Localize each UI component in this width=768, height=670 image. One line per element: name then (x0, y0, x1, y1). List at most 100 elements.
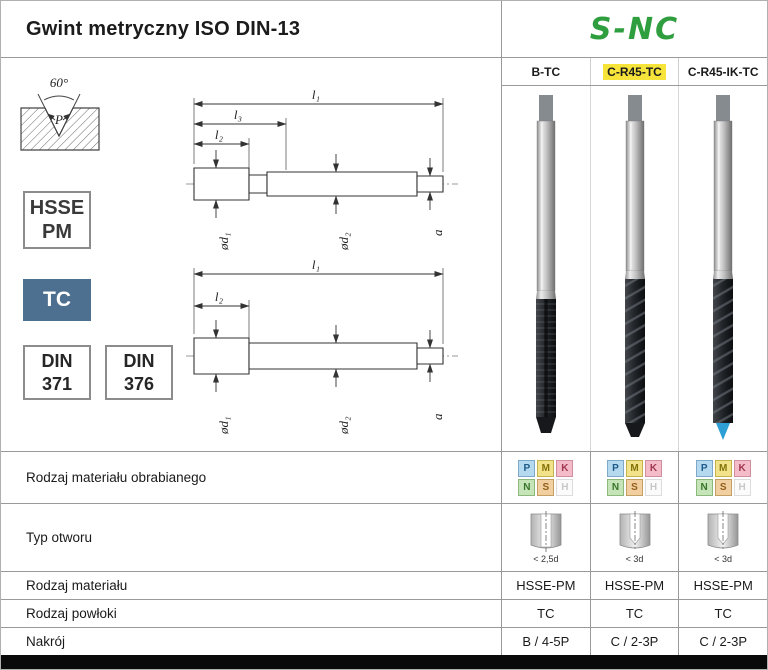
tap-photo-straight-flute (535, 94, 556, 433)
material-value: HSSE-PM (678, 572, 767, 599)
thread-profile-icon: 60° P (20, 75, 100, 151)
material-chip-h: H (645, 478, 662, 496)
dim-l3: l₃ (234, 107, 242, 122)
material-chip-grid: P M K N S H (695, 459, 751, 496)
row-material-group: Rodzaj materiału obrabianego P M K N S H… (1, 451, 767, 503)
hole-depth-note: < 3d (714, 554, 733, 564)
column-header-label: C-R45-IK-TC (687, 64, 759, 79)
material-chip-n: N (518, 478, 536, 496)
material-chip-k: K (645, 459, 662, 477)
hole-type-cell: < 3d (678, 504, 767, 571)
angle-label: 60° (50, 75, 68, 90)
column-headers: B-TC C-R45-TC C-R45-IK-TC (502, 58, 767, 86)
badge-hsse-line2: PM (42, 221, 72, 243)
material-chip-s: S (537, 478, 555, 496)
hole-type-cell: < 2,5d (501, 504, 590, 571)
badge-din371-line2: 371 (41, 373, 73, 394)
badge-tc-label: TC (43, 288, 71, 311)
badge-din376-line2: 376 (123, 373, 155, 394)
top-section: Gwint metryczny ISO DIN-13 (1, 1, 767, 451)
row-coating: Rodzaj powłoki TC TC TC (1, 599, 767, 627)
material-chip-s: S (626, 478, 643, 496)
material-group-cell: P M K N S H (678, 452, 767, 503)
footer-bar (1, 655, 767, 669)
hole-type-cell: < 3d (589, 504, 679, 571)
badge-hsse-pm: HSSE PM (23, 191, 91, 249)
row-label: Rodzaj powłoki (26, 606, 117, 621)
left-panel: Gwint metryczny ISO DIN-13 (1, 1, 501, 451)
column-header-c-r45-tc: C-R45-TC (589, 58, 679, 85)
row-chamfer: Nakrój B / 4-5P C / 2-3P C / 2-3P (1, 627, 767, 655)
coating-value: TC (589, 600, 679, 627)
badge-tc: TC (23, 279, 91, 321)
material-group-cell: P M K N S H (589, 452, 679, 503)
row-label: Nakrój (26, 634, 66, 649)
dim-d2: ød₂ (336, 232, 351, 251)
dim-d2: ød₂ (336, 416, 351, 435)
column-header-label-highlighted: C-R45-TC (603, 63, 666, 80)
badge-din371-line1: DIN (41, 351, 73, 371)
product-photo-b-tc (502, 86, 590, 451)
material-chip-k: K (556, 459, 574, 477)
badge-hsse-line1: HSSE (29, 197, 85, 219)
dim-l2: l₂ (215, 289, 224, 304)
row-label: Rodzaj materiału obrabianego (26, 470, 207, 485)
material-chip-p: P (518, 459, 536, 477)
material-chip-n: N (695, 478, 713, 496)
product-photos (502, 86, 767, 451)
dim-l1: l₁ (312, 87, 320, 102)
brand-bar: S-NC (502, 1, 767, 58)
material-group-cell: P M K N S H (501, 452, 590, 503)
dim-l1: l₁ (312, 257, 320, 272)
tap-drawing-din376: l₁ l₂ ød₁ ød₂ a (186, 257, 486, 435)
coating-value: TC (501, 600, 590, 627)
material-chip-grid: P M K N S H (607, 459, 662, 496)
right-panel: S-NC B-TC C-R45-TC C-R45-IK-TC (501, 1, 767, 451)
material-chip-h: H (556, 478, 574, 496)
blind-hole-icon (707, 511, 739, 549)
hole-depth-note: < 3d (625, 554, 644, 564)
row-hole-type: Typ otworu < 2,5d < 3d (1, 503, 767, 571)
material-chip-n: N (607, 478, 624, 496)
material-chip-grid: P M K N S H (518, 459, 574, 496)
coolant-tip (716, 422, 731, 440)
product-photo-c-r45-ik-tc (678, 86, 767, 451)
title-bar: Gwint metryczny ISO DIN-13 (1, 1, 501, 58)
hole-depth-note: < 2,5d (533, 554, 559, 564)
product-photo-c-r45-tc (589, 86, 679, 451)
column-header-c-r45-ik-tc: C-R45-IK-TC (678, 58, 767, 85)
tap-drawing-din371: l₁ l₃ l₂ ød₁ ød₂ a (186, 87, 486, 251)
dim-d1: ød₁ (216, 416, 231, 435)
material-value: HSSE-PM (589, 572, 679, 599)
row-label: Rodzaj materiału (26, 578, 128, 593)
dim-l2: l₂ (215, 127, 224, 142)
dim-a: a (430, 413, 445, 420)
badge-din376-line1: DIN (123, 351, 155, 371)
material-chip-m: M (714, 459, 732, 477)
pitch-label: P (54, 112, 63, 127)
coating-value: TC (678, 600, 767, 627)
material-chip-s: S (714, 478, 732, 496)
material-chip-h: H (733, 478, 751, 496)
badge-din-376: DIN 376 (105, 345, 173, 400)
page-title: Gwint metryczny ISO DIN-13 (26, 17, 301, 40)
tap-photo-spiral-flute (624, 94, 645, 437)
dim-a: a (430, 229, 445, 236)
chamfer-value: C / 2-3P (589, 628, 679, 655)
technical-drawing-area: 60° P HSSE PM TC DIN 371 DIN 376 (1, 58, 501, 451)
row-material: Rodzaj materiału HSSE-PM HSSE-PM HSSE-PM (1, 571, 767, 599)
blind-hole-icon (619, 511, 650, 549)
material-value: HSSE-PM (501, 572, 590, 599)
chamfer-value: C / 2-3P (678, 628, 767, 655)
badge-din-371: DIN 371 (23, 345, 91, 400)
row-label: Typ otworu (26, 530, 93, 545)
chamfer-value: B / 4-5P (501, 628, 590, 655)
brand-logo: S-NC (589, 11, 680, 47)
material-chip-m: M (626, 459, 643, 477)
material-chip-m: M (537, 459, 555, 477)
tap-photo-spiral-flute-coolant (713, 94, 734, 440)
column-header-b-tc: B-TC (502, 58, 590, 85)
material-chip-k: K (733, 459, 751, 477)
through-hole-icon (530, 511, 562, 552)
